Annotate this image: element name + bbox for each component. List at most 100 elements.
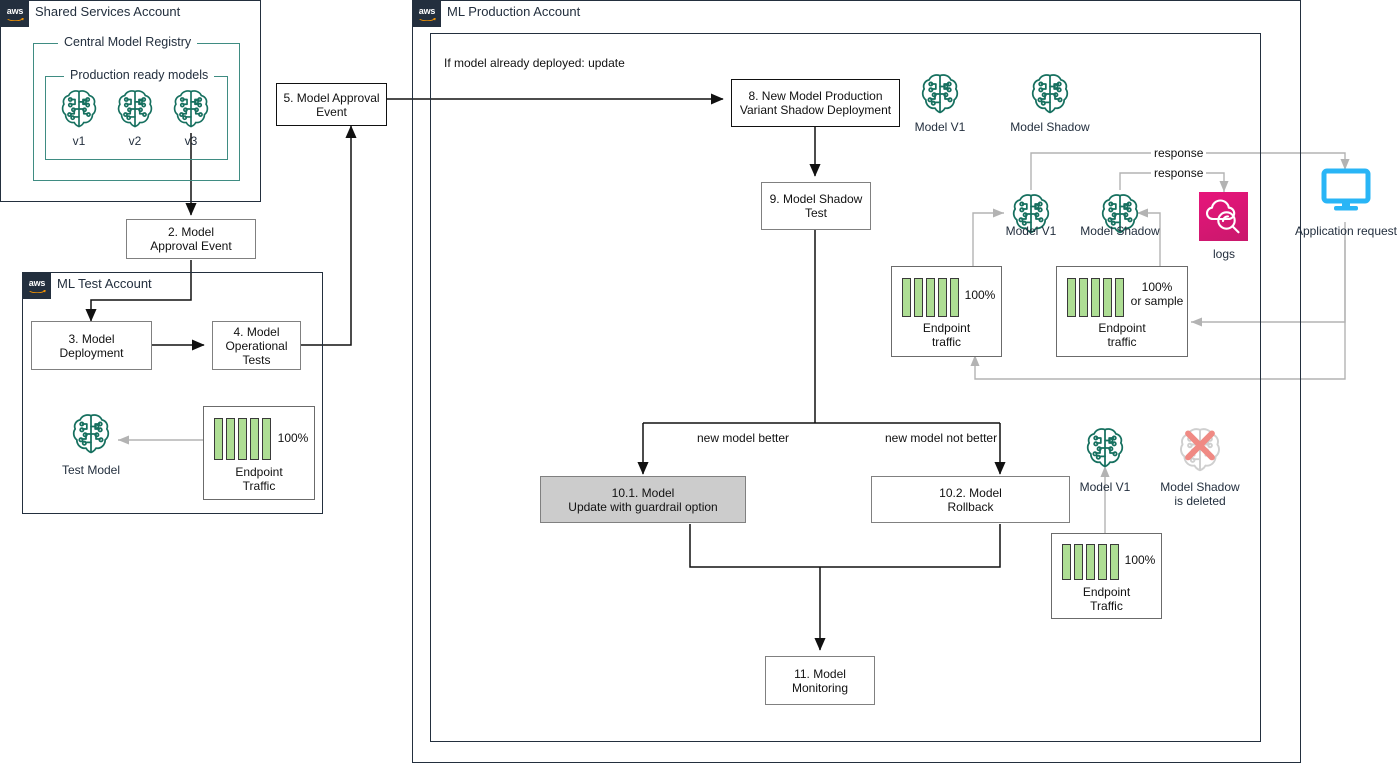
step-11-model-monitoring[interactable]: 11. Model Monitoring (765, 656, 875, 705)
sagemaker-brain-icon (117, 90, 153, 128)
test-model-label: Test Model (61, 463, 121, 477)
rollback-model-v1-icon-wrap (1085, 426, 1125, 475)
aws-logo-text: aws (418, 6, 436, 16)
step-10-2-line1: 10.2. Model (939, 485, 1002, 500)
step-10-1-line1: 10.1. Model (611, 485, 675, 500)
step-8-line2: Variant Shadow Deployment (739, 103, 892, 117)
monitor-icon (1321, 168, 1371, 211)
traffic-bar (262, 418, 271, 460)
aws-badge-shared-services: aws (1, 1, 29, 27)
prod-endpoint-traffic-v1-card: 100% Endpoint traffic (891, 266, 1002, 357)
new-model-better-label: new model better (697, 431, 790, 445)
step-10-2-model-rollback[interactable]: 10.2. Model Rollback (871, 476, 1070, 523)
step-4-line3: Tests (242, 352, 271, 367)
sagemaker-brain-icon (1031, 74, 1069, 114)
step-4-model-operational-tests[interactable]: 4. Model Operational Tests (212, 321, 301, 370)
step-2-model-approval-event[interactable]: 2. Model Approval Event (126, 219, 256, 259)
prod-shadow-traffic-bars (1067, 278, 1124, 317)
shared-services-account-container: aws Shared Services Account (0, 0, 261, 202)
deleted-model-shadow-label-l1: Model Shadow (1160, 480, 1240, 494)
step-5-line1: 5. Model Approval (283, 90, 380, 105)
step-11-line2: Monitoring (791, 680, 849, 695)
aws-swoosh-icon (7, 18, 24, 21)
production-flow-frame (430, 33, 1261, 742)
step-9-line1: 9. Model Shadow (769, 192, 863, 206)
aws-logo-text: aws (28, 278, 46, 288)
step-3-model-deployment[interactable]: 3. Model Deployment (31, 321, 152, 370)
traffic-bar (902, 278, 911, 317)
rollback-traffic-caption-l1: Endpoint (1082, 585, 1131, 599)
ml-test-account-container: aws ML Test Account (22, 272, 323, 514)
rollback-traffic-caption-l2: Traffic (1090, 599, 1123, 613)
traffic-bar (950, 278, 959, 317)
prod-shadow-traffic-caption-l2: traffic (1107, 335, 1137, 349)
step-9-model-shadow-test[interactable]: 9. Model Shadow Test (761, 182, 871, 230)
sagemaker-brain-icon (173, 90, 209, 128)
traffic-bar (1067, 278, 1076, 317)
step-8-line1: 8. New Model Production (748, 89, 883, 103)
traffic-bar (214, 418, 223, 460)
traffic-bar (1074, 544, 1083, 580)
rollback-traffic-percent: 100% (1124, 553, 1156, 567)
if-already-deployed-label: If model already deployed: update (444, 56, 625, 70)
top-model-v1-label: Model V1 (914, 120, 966, 134)
shadow-model-shadow-label: Model Shadow (1080, 224, 1160, 238)
cloudwatch-logs-tile (1199, 192, 1248, 241)
traffic-bar (1103, 278, 1112, 317)
production-ready-models-label: Production ready models (64, 68, 215, 82)
step-3-line1: 3. Model (68, 331, 115, 346)
model-icon-v2 (116, 88, 154, 135)
traffic-bar (1086, 544, 1095, 580)
response-top-label: response (1151, 146, 1207, 160)
traffic-bar (938, 278, 947, 317)
step-5-model-approval-event[interactable]: 5. Model Approval Event (276, 83, 387, 126)
traffic-bar (238, 418, 247, 460)
delete-x-mark (1185, 430, 1215, 461)
sagemaker-brain-icon (72, 414, 110, 454)
test-traffic-caption-l2: Traffic (242, 479, 276, 493)
prod-shadow-traffic-percent-l2: or sample (1130, 294, 1184, 308)
deleted-model-shadow-icon-wrap (1178, 426, 1222, 479)
logs-label: logs (1212, 247, 1235, 261)
traffic-bar (226, 418, 235, 460)
traffic-bar (1091, 278, 1100, 317)
ml-production-account-title: ML Production Account (447, 4, 581, 19)
traffic-bar (926, 278, 935, 317)
step-10-1-model-update-with-guardrail[interactable]: 10.1. Model Update with guardrail option (540, 476, 746, 523)
shared-services-account-title: Shared Services Account (35, 4, 181, 19)
traffic-bar (1115, 278, 1124, 317)
prod-shadow-traffic-percent-l1: 100% (1141, 280, 1173, 294)
test-traffic-bars (214, 418, 271, 460)
test-traffic-percent: 100% (277, 431, 309, 445)
model-v3-registry-label: v3 (184, 134, 198, 148)
test-model-icon-wrap (71, 412, 111, 461)
new-model-not-better-label: new model not better (885, 431, 998, 445)
aws-swoosh-icon (419, 18, 436, 21)
step-2-line2: Approval Event (150, 239, 232, 253)
aws-logo-text: aws (6, 6, 24, 16)
shadow-model-v1-icon-wrap (1011, 192, 1051, 241)
sagemaker-brain-icon (1086, 428, 1124, 468)
model-icon-v1 (60, 88, 98, 135)
sagemaker-brain-icon (1101, 194, 1139, 234)
production-ready-models-group: Production ready models (45, 68, 228, 160)
traffic-bar (1110, 544, 1119, 580)
traffic-bar (1062, 544, 1071, 580)
top-model-v1-icon-wrap (920, 72, 960, 121)
test-traffic-caption-l1: Endpoint (235, 465, 283, 479)
central-model-registry-label: Central Model Registry (58, 35, 198, 49)
cloudwatch-logs-icon (1205, 199, 1240, 234)
prod-endpoint-traffic-shadow-card: 100% or sample Endpoint traffic (1056, 266, 1188, 357)
shadow-model-v1-label: Model V1 (1005, 224, 1057, 238)
step-4-line1: 4. Model (233, 324, 280, 339)
prod-shadow-traffic-caption-l1: Endpoint (1098, 321, 1146, 335)
response-bottom-label: response (1151, 166, 1207, 180)
traffic-bar (1098, 544, 1107, 580)
sagemaker-brain-icon (61, 90, 97, 128)
step-10-1-line2: Update with guardrail option (568, 499, 718, 514)
sagemaker-brain-icon (921, 74, 959, 114)
step-8-new-model-production-variant-shadow-deployment[interactable]: 8. New Model Production Variant Shadow D… (731, 79, 900, 127)
step-11-line1: 11. Model (794, 666, 846, 681)
aws-badge-ml-test: aws (23, 273, 51, 299)
